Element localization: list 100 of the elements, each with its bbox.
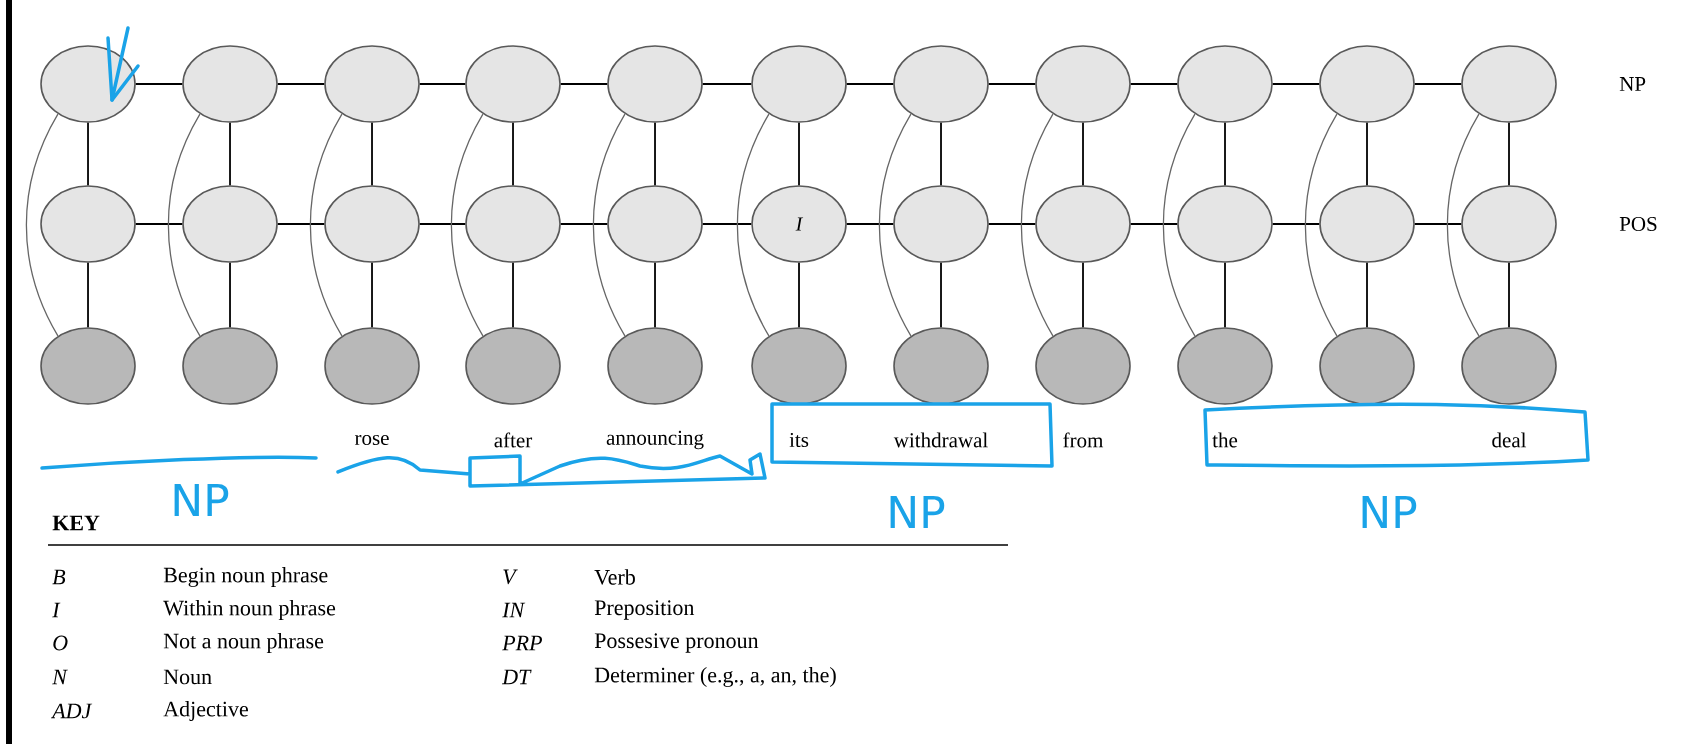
word-node-circle bbox=[1319, 327, 1415, 405]
label-node-circle bbox=[182, 45, 278, 123]
curved-link-line bbox=[25, 113, 59, 337]
link-line bbox=[512, 261, 514, 329]
label-node-circle bbox=[324, 45, 420, 123]
key-symbol: N bbox=[52, 669, 68, 685]
word-label: from bbox=[1063, 432, 1104, 448]
link-line bbox=[1082, 121, 1084, 187]
link-line bbox=[1129, 83, 1179, 85]
link-line bbox=[229, 261, 231, 329]
word-label: deal bbox=[1492, 432, 1527, 448]
link-line bbox=[87, 121, 89, 187]
word-node-circle bbox=[324, 327, 420, 405]
link-line bbox=[701, 223, 753, 225]
label-node-circle bbox=[1035, 45, 1131, 123]
key-description: Preposition bbox=[594, 600, 695, 620]
link-line bbox=[1224, 121, 1226, 187]
tag-node-circle bbox=[1461, 185, 1557, 263]
curved-link-line bbox=[1446, 113, 1480, 337]
link-line bbox=[1366, 261, 1368, 329]
link-line bbox=[845, 83, 895, 85]
key-description: Possesive pronoun bbox=[594, 633, 759, 653]
link-line bbox=[559, 83, 609, 85]
handwritten-label: NP bbox=[1362, 495, 1417, 529]
tag-node-circle bbox=[324, 185, 420, 263]
word-label: the bbox=[1212, 432, 1238, 448]
tag-node-circle bbox=[40, 185, 136, 263]
tag-node-circle bbox=[893, 185, 989, 263]
handwritten-label: NP bbox=[174, 483, 229, 517]
handwritten-label: NP bbox=[890, 495, 945, 529]
key-description: Not a noun phrase bbox=[163, 633, 324, 653]
key-symbol: ADJ bbox=[51, 703, 93, 719]
link-line bbox=[1271, 83, 1321, 85]
curved-link-line bbox=[1020, 113, 1054, 337]
word-node-circle bbox=[182, 327, 278, 405]
link-line bbox=[559, 223, 609, 225]
link-line bbox=[940, 121, 942, 187]
link-line bbox=[276, 223, 326, 225]
link-line bbox=[798, 261, 800, 329]
word-label: withdrawal bbox=[893, 432, 988, 448]
key-description: Verb bbox=[594, 569, 635, 585]
word-label: rose bbox=[354, 434, 389, 446]
key-symbol: PRP bbox=[502, 635, 542, 651]
row-label: NP bbox=[1619, 77, 1646, 91]
link-line bbox=[654, 261, 656, 329]
link-line bbox=[371, 121, 373, 187]
word-label: after bbox=[494, 432, 533, 448]
curved-link-line bbox=[592, 113, 626, 337]
word-node-circle bbox=[40, 327, 136, 405]
label-node-circle bbox=[1461, 45, 1557, 123]
link-line bbox=[1413, 223, 1463, 225]
curved-link-line bbox=[1162, 113, 1196, 337]
key-heading: KEY bbox=[52, 515, 100, 531]
word-node-circle bbox=[751, 327, 847, 405]
link-line bbox=[1413, 83, 1463, 85]
tag-node-circle bbox=[182, 185, 278, 263]
word-node-circle bbox=[607, 327, 703, 405]
key-description: Within noun phrase bbox=[163, 600, 336, 620]
link-line bbox=[87, 261, 89, 329]
word-label: announcing bbox=[606, 430, 704, 450]
word-node-circle bbox=[465, 327, 561, 405]
link-line bbox=[134, 223, 184, 225]
tag-node-circle bbox=[1319, 185, 1415, 263]
link-line bbox=[1082, 261, 1084, 329]
key-symbol: B bbox=[52, 569, 66, 585]
key-description: Noun bbox=[163, 669, 212, 685]
label-node-circle bbox=[607, 45, 703, 123]
link-line bbox=[654, 121, 656, 187]
tag-node-circle bbox=[465, 185, 561, 263]
curved-link-line bbox=[1304, 113, 1338, 337]
row-label: POS bbox=[1619, 216, 1657, 232]
key-symbol: V bbox=[503, 569, 518, 585]
link-line bbox=[798, 121, 800, 187]
key-symbol: I bbox=[52, 602, 61, 618]
link-line bbox=[1224, 261, 1226, 329]
key-description: Determiner (e.g., a, an, the) bbox=[594, 667, 836, 687]
curved-link-line bbox=[878, 113, 912, 337]
key-description: Begin noun phrase bbox=[163, 567, 328, 587]
word-node-circle bbox=[1461, 327, 1557, 405]
link-line bbox=[1508, 121, 1510, 187]
link-line bbox=[701, 83, 753, 85]
link-line bbox=[512, 121, 514, 187]
label-node-circle bbox=[893, 45, 989, 123]
tag-node-circle bbox=[1035, 185, 1131, 263]
label-node-circle bbox=[1177, 45, 1273, 123]
link-line bbox=[1129, 223, 1179, 225]
key-description: Adjective bbox=[163, 701, 248, 721]
label-node-circle bbox=[751, 45, 847, 123]
link-line bbox=[371, 261, 373, 329]
tag-node-circle bbox=[1177, 185, 1273, 263]
link-line bbox=[418, 223, 467, 225]
label-node-circle bbox=[40, 45, 136, 123]
curved-link-line bbox=[309, 113, 343, 337]
link-line bbox=[1508, 261, 1510, 329]
word-label: its bbox=[789, 432, 809, 448]
curved-link-line bbox=[450, 113, 484, 337]
link-line bbox=[940, 261, 942, 329]
link-line bbox=[418, 83, 467, 85]
link-line bbox=[134, 83, 184, 85]
key-symbol: IN bbox=[502, 602, 526, 618]
